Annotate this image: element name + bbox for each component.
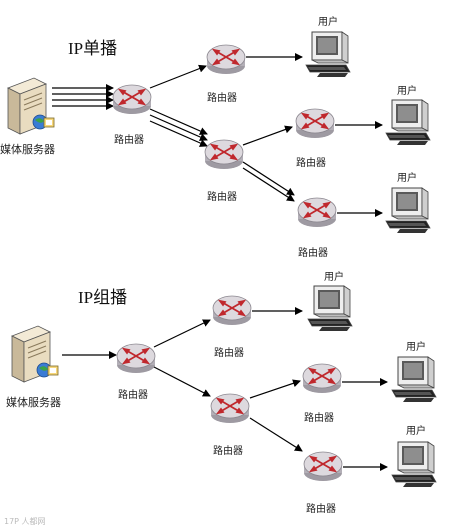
server-label: 媒体服务器 [0,142,55,156]
user-computer-icon [391,356,437,403]
router-label: 路由器 [207,190,237,203]
router-icon [302,363,342,394]
router-label: 路由器 [214,346,244,359]
watermark: 17P 人都网 [4,517,46,526]
user-computer-icon [391,441,437,488]
link [153,366,211,397]
multicast-title: IP组播 [78,288,127,307]
user-label: 用户 [397,84,417,97]
link [249,379,301,399]
router-icon [210,393,250,424]
link [153,319,211,348]
router-label: 路由器 [296,156,326,169]
user-computer-icon [385,187,431,234]
router-label: 路由器 [114,133,144,146]
user-label: 用户 [406,340,426,353]
link-bundle [149,108,208,147]
unicast-section: IP单播 媒体服务器 路由器 路由器 用户 路由器 [0,15,431,259]
router-label: 路由器 [118,388,148,401]
server-link-bundle [52,84,114,110]
multicast-section: IP组播 媒体服务器 路由器 路由器 用户 路由器 路由器 用户 [6,270,437,515]
server-label: 媒体服务器 [6,395,61,409]
link [249,417,303,452]
router-icon [303,451,343,482]
router-label: 路由器 [213,444,243,457]
user-label: 用户 [318,15,338,28]
router-label: 路由器 [298,246,328,259]
router-icon [204,139,244,170]
user-computer-icon [385,99,431,146]
user-computer-icon [307,285,353,332]
router-icon [295,108,335,139]
router-icon [297,197,337,228]
router-icon [116,343,156,374]
router-icon [212,295,252,326]
router-label: 路由器 [306,502,336,515]
media-server-icon [11,325,59,383]
media-server-icon [7,77,55,135]
router-label: 路由器 [304,411,334,424]
router-icon [112,84,152,115]
link-bundle [242,161,295,202]
unicast-title: IP单播 [68,39,117,58]
user-label: 用户 [406,424,426,437]
user-computer-icon [305,31,351,78]
link [242,125,293,146]
user-label: 用户 [324,270,344,283]
user-label: 用户 [397,171,417,184]
router-icon [206,44,246,75]
link [149,64,207,89]
router-label: 路由器 [207,91,237,104]
